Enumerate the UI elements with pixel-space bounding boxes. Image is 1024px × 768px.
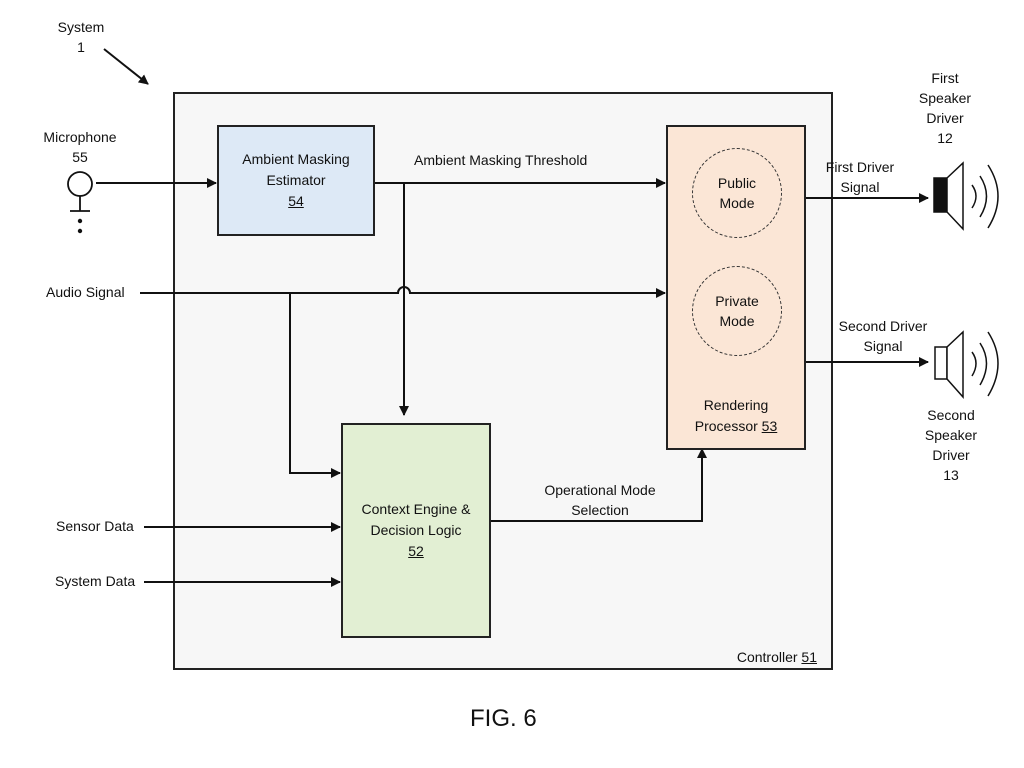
public-mode-line2: Mode xyxy=(719,195,755,211)
second-driver-signal-label: Second Driver Signal xyxy=(828,316,938,356)
system-data-label: System Data xyxy=(55,573,136,589)
system-pointer-arrow xyxy=(103,48,149,85)
first-speaker-number: 12 xyxy=(937,130,953,146)
ambient-masking-threshold-label: Ambient Masking Threshold xyxy=(414,152,588,168)
rendering-processor-label: Rendering Processor 53 xyxy=(668,395,804,437)
second-driver-signal-line1: Second Driver xyxy=(838,318,928,334)
operational-mode-selection-label: Operational Mode Selection xyxy=(520,480,680,520)
first-speaker-line2: Speaker xyxy=(918,90,972,106)
first-speaker-line1: First xyxy=(931,70,959,86)
context-engine-title-line1: Context Engine & xyxy=(361,501,471,517)
public-mode-line1: Public xyxy=(717,175,757,191)
controller-label: Controller 51 xyxy=(700,647,817,667)
rendering-title-line2: Processor xyxy=(694,418,758,434)
system-label-text: System xyxy=(57,19,105,35)
wire-mode-selection-to-renderer xyxy=(491,448,707,522)
context-engine-number: 52 xyxy=(408,543,424,559)
ambient-masking-estimator-block: Ambient Masking Estimator 54 xyxy=(217,125,375,236)
speaker-icon-first xyxy=(933,161,999,231)
microphone-label-text: Microphone xyxy=(43,129,117,145)
audio-signal-label: Audio Signal xyxy=(46,284,125,300)
wire-audio-to-context xyxy=(289,293,341,478)
first-driver-signal-line2: Signal xyxy=(840,179,880,195)
estimator-number: 54 xyxy=(288,193,304,209)
context-engine-title-line2: Decision Logic xyxy=(370,522,462,538)
second-driver-signal-line2: Signal xyxy=(863,338,903,354)
second-speaker-line3: Driver xyxy=(932,447,970,463)
op-mode-line1: Operational Mode xyxy=(544,482,656,498)
microphone-icon xyxy=(67,171,93,234)
private-mode-circle: Private Mode xyxy=(692,266,782,356)
second-speaker-line1: Second xyxy=(927,407,975,423)
context-engine-block: Context Engine & Decision Logic 52 xyxy=(341,423,491,638)
system-number: 1 xyxy=(77,39,85,55)
controller-number: 51 xyxy=(801,649,817,665)
second-speaker-line2: Speaker xyxy=(924,427,978,443)
estimator-title-line2: Estimator xyxy=(266,172,326,188)
sensor-data-label: Sensor Data xyxy=(56,518,134,534)
microphone-label: Microphone 55 xyxy=(30,127,130,167)
public-mode-circle: Public Mode xyxy=(692,148,782,238)
estimator-title-line1: Ambient Masking xyxy=(242,151,350,167)
first-speaker-label: First Speaker Driver 12 xyxy=(910,68,980,148)
private-mode-line1: Private xyxy=(715,293,759,309)
rendering-number: 53 xyxy=(761,418,778,434)
first-driver-signal-label: First Driver Signal xyxy=(810,157,910,197)
speaker-icon-second xyxy=(934,330,999,399)
wire-audio-to-renderer xyxy=(140,286,666,298)
figure-caption: FIG. 6 xyxy=(470,705,537,732)
private-mode-line2: Mode xyxy=(719,313,755,329)
first-speaker-line3: Driver xyxy=(926,110,964,126)
second-speaker-label: Second Speaker Driver 13 xyxy=(916,405,986,485)
rendering-title-line1: Rendering xyxy=(703,397,769,413)
first-driver-signal-line1: First Driver xyxy=(825,159,895,175)
system-label: System 1 xyxy=(46,17,116,57)
op-mode-line2: Selection xyxy=(571,502,629,518)
microphone-number: 55 xyxy=(72,149,88,165)
second-speaker-number: 13 xyxy=(943,467,959,483)
rendering-processor-block: Public Mode Private Mode Rendering Proce… xyxy=(666,125,806,450)
controller-label-text: Controller xyxy=(736,649,798,665)
